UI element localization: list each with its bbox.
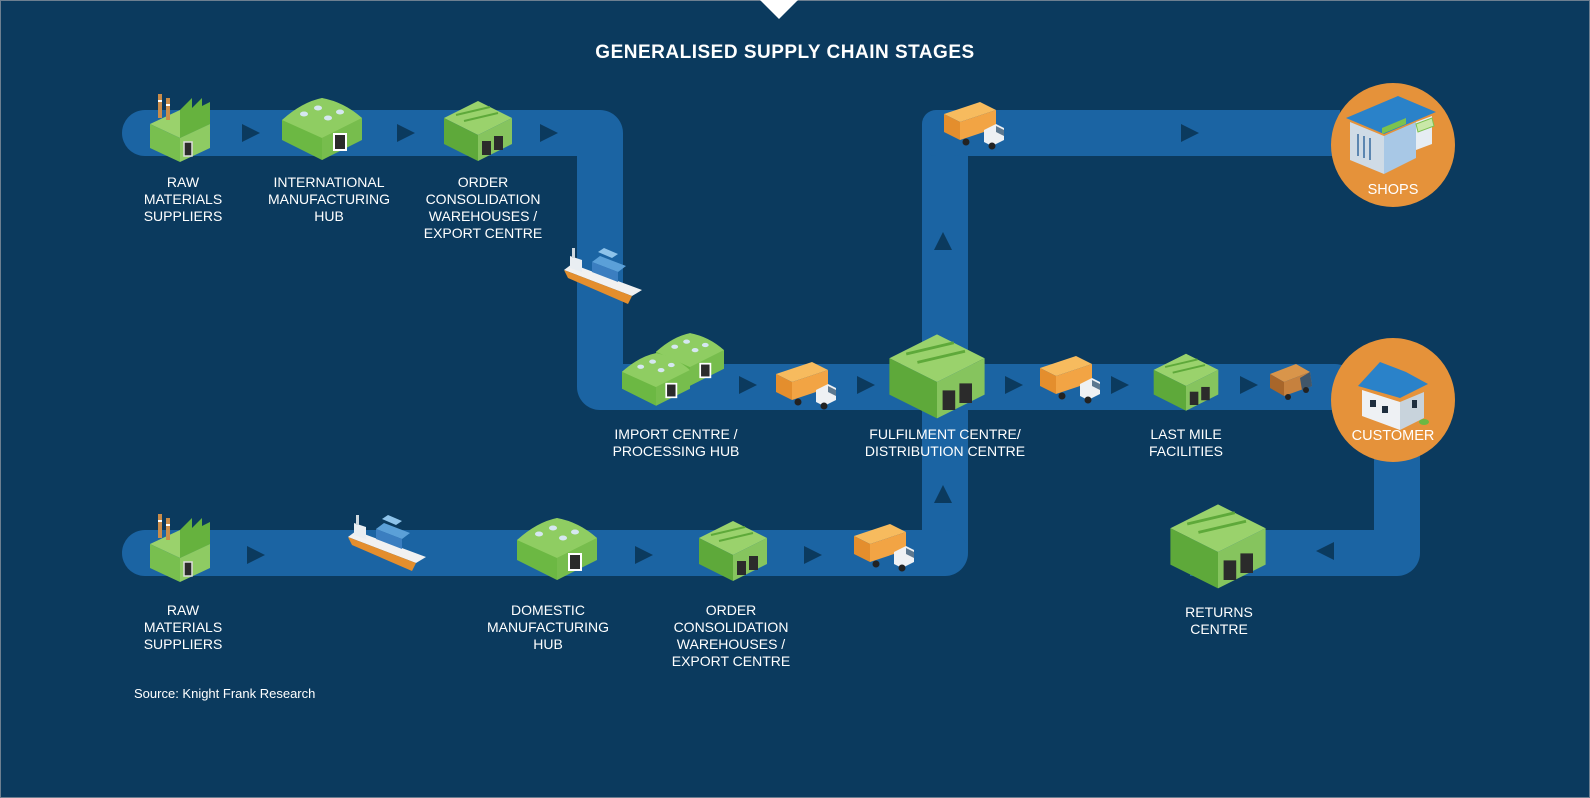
route-international [122, 110, 1358, 410]
label-international-hub: INTERNATIONAL MANUFACTURING HUB [267, 174, 391, 224]
manufacturing-hub-icon [517, 518, 597, 580]
source-note: Source: Knight Frank Research [134, 686, 316, 701]
flow-arrow-icon [1240, 376, 1258, 394]
flow-arrow-icon [1111, 376, 1129, 394]
factory-icon [150, 94, 210, 162]
flow-arrow-icon [739, 376, 757, 394]
truck-icon [776, 362, 836, 410]
warehouse-icon [1170, 504, 1266, 589]
diagram-title: GENERALISED SUPPLY CHAIN STAGES [595, 42, 975, 63]
label-raw-materials-top: RAW MATERIALS SUPPLIERS [143, 174, 223, 224]
flow-arrow-icon [1316, 542, 1334, 560]
label-domestic-hub: DOMESTIC MANUFACTURING HUB [486, 602, 610, 652]
route-fulfilment-to-shops [922, 110, 1340, 553]
label-shops: SHOPS [1367, 182, 1419, 198]
truck-icon [1040, 356, 1100, 404]
delivery-van-icon [1270, 364, 1312, 400]
warehouse-icon [1153, 353, 1219, 411]
manufacturing-hub-icon [282, 98, 362, 160]
flow-arrow-icon [635, 546, 653, 564]
flow-arrow-icon [1181, 124, 1199, 142]
manufacturing-hub-icon [622, 353, 690, 406]
cargo-ship-icon [564, 248, 642, 304]
truck-icon [854, 524, 914, 572]
house-icon [1358, 362, 1429, 430]
label-order-consolidation-top: ORDER CONSOLIDATION WAREHOUSES / EXPORT … [423, 174, 543, 241]
truck-icon [944, 102, 1004, 150]
label-import-centre: IMPORT CENTRE / PROCESSING HUB [612, 426, 740, 459]
top-notch [760, 0, 798, 19]
warehouse-icon [444, 101, 512, 161]
label-order-consolidation-bottom: ORDER CONSOLIDATION WAREHOUSES / EXPORT … [671, 602, 791, 669]
flow-arrow-icon [857, 376, 875, 394]
flow-arrow-icon [397, 124, 415, 142]
label-last-mile: LAST MILE FACILITIES [1149, 426, 1223, 459]
flow-arrow-icon [242, 124, 260, 142]
shop-icon [1346, 96, 1436, 174]
flow-arrow-icon [1005, 376, 1023, 394]
label-returns-centre: RETURNS CENTRE [1185, 604, 1253, 637]
label-raw-materials-bottom: RAW MATERIALS SUPPLIERS [143, 602, 223, 652]
label-fulfilment-centre: FULFILMENT CENTRE/ DISTRIBUTION CENTRE [864, 426, 1026, 459]
factory-icon [150, 514, 210, 582]
flow-arrow-icon [540, 124, 558, 142]
label-customer: CUSTOMER [1351, 428, 1435, 444]
flow-arrow-icon [934, 232, 952, 250]
flow-arrow-icon [247, 546, 265, 564]
warehouse-icon [699, 521, 767, 581]
flow-arrow-icon [804, 546, 822, 564]
flow-arrow-icon [934, 485, 952, 503]
cargo-ship-icon [348, 515, 426, 571]
